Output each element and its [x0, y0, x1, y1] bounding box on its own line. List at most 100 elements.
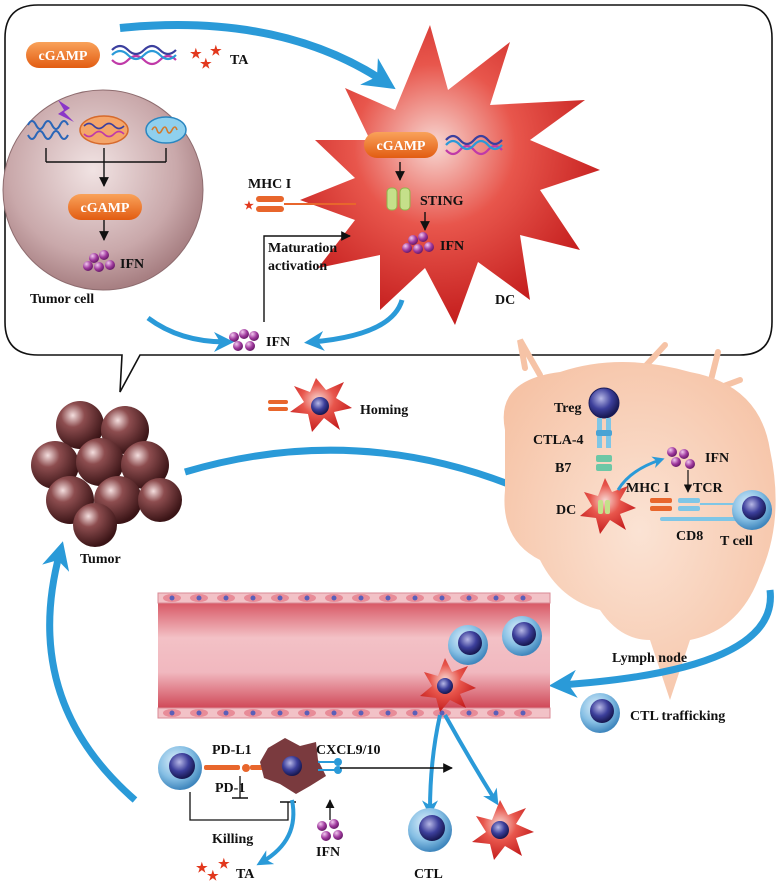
cxcl-receptor — [318, 758, 342, 774]
endothelial-nucleus — [385, 595, 391, 601]
homing-dc — [268, 378, 352, 432]
ifn-label-killing: IFN — [316, 845, 340, 860]
blood-vessel — [157, 592, 551, 719]
dc-label-lymph: DC — [556, 503, 576, 518]
endothelial-nucleus — [223, 595, 229, 601]
flow-arrow-tumor-lymph — [184, 446, 539, 499]
endothelial-nucleus — [169, 595, 175, 601]
ta-label-bottom: TA — [236, 867, 255, 882]
ctl-label: CTL — [414, 867, 443, 882]
pd1-label: PD-1 — [215, 781, 245, 796]
ifn-label-bottom: IFN — [266, 335, 290, 350]
endothelial-nucleus — [466, 710, 472, 716]
ifn-label-tumor: IFN — [120, 257, 144, 272]
tumor-antigen-icon: ★ ★ ★ — [190, 43, 222, 71]
lymph-node — [503, 338, 776, 700]
endothelial-nucleus — [439, 595, 445, 601]
killing-tumor-cell — [260, 738, 326, 794]
ctl-trafficking-label: CTL trafficking — [630, 709, 725, 724]
ctla4-label: CTLA-4 — [533, 433, 584, 448]
svg-text:cGAMP: cGAMP — [377, 139, 426, 154]
pd1-pdl1-binding — [204, 764, 264, 772]
endothelial-nucleus — [493, 595, 499, 601]
killing-t-cell — [158, 746, 202, 790]
svg-text:★: ★ — [190, 46, 202, 61]
flow-arrow-to-tumor — [42, 541, 138, 803]
treg-cell — [588, 387, 620, 448]
ta-release-arrow — [256, 799, 296, 866]
endothelial-nucleus — [331, 595, 337, 601]
b7-icon — [596, 455, 612, 471]
endothelial-nucleus — [223, 710, 229, 716]
killing-label: Killing — [212, 832, 253, 847]
endothelial-nucleus — [520, 710, 526, 716]
endothelial-nucleus — [520, 595, 526, 601]
tumor-mass — [31, 401, 182, 547]
vessel-endothelium — [163, 594, 532, 717]
tumor-cell-label: Tumor cell — [30, 292, 94, 307]
endothelial-nucleus — [196, 595, 202, 601]
endothelial-nucleus — [358, 595, 364, 601]
treg-label: Treg — [554, 401, 581, 416]
svg-text:★: ★ — [210, 43, 222, 58]
endothelial-nucleus — [412, 710, 418, 716]
svg-text:cGAMP: cGAMP — [81, 201, 130, 216]
endothelial-nucleus — [169, 710, 175, 716]
tcr-label: TCR — [693, 481, 723, 496]
cd8-label: CD8 — [676, 529, 703, 544]
maturation-label-2: activation — [268, 259, 327, 274]
radiation-bolt-icon — [58, 100, 74, 122]
svg-text:★: ★ — [200, 56, 212, 71]
cgamp-pill-tumor: cGAMP — [68, 194, 142, 220]
b7-label: B7 — [555, 461, 571, 476]
endothelial-nucleus — [385, 710, 391, 716]
ta-label-top: TA — [230, 53, 249, 68]
endothelial-nucleus — [196, 710, 202, 716]
svg-text:★: ★ — [218, 856, 230, 871]
cgamp-pill-top: cGAMP — [26, 42, 100, 68]
ifn-label-dc: IFN — [440, 239, 464, 254]
ifn-cluster-dc — [402, 232, 434, 254]
flow-arrow-to-dc — [119, 21, 396, 90]
pathway-lines — [45, 148, 167, 241]
tcell-label: T cell — [720, 534, 753, 549]
cgamp-pill-dc: cGAMP — [364, 132, 438, 158]
dendritic-cell-body — [300, 25, 600, 325]
ifn-label-lymph: IFN — [705, 451, 729, 466]
sting-label: STING — [420, 194, 464, 209]
mechanism-inset: cGAMP ★ ★ ★ TA — [2, 4, 773, 393]
ifn-release-arrow — [616, 456, 665, 491]
dc-label: DC — [495, 293, 515, 308]
killing-bracket — [189, 792, 289, 821]
ctl-cell — [408, 808, 452, 852]
ifn-cluster-killing — [317, 819, 343, 841]
endothelial-nucleus — [412, 595, 418, 601]
endothelial-nucleus — [493, 710, 499, 716]
flow-arrow-dc-ifn — [304, 299, 405, 351]
mhc-tcr-binding — [650, 498, 738, 521]
lymph-dc — [580, 478, 636, 534]
endothelial-nucleus — [466, 595, 472, 601]
vessel-t-cells — [448, 616, 542, 665]
svg-text:cGAMP: cGAMP — [39, 49, 88, 64]
endothelial-nucleus — [250, 595, 256, 601]
endothelial-nucleus — [304, 710, 310, 716]
lymph-t-cell — [732, 490, 772, 530]
flow-arrow-tumor-ifn — [146, 315, 234, 352]
flow-arrow-lymph-vessel — [548, 589, 774, 698]
flow-arrow-extravasation-1 — [422, 714, 442, 817]
svg-text:★: ★ — [196, 860, 208, 875]
endothelial-nucleus — [439, 710, 445, 716]
endothelial-nucleus — [277, 595, 283, 601]
dna-icon-dc — [445, 134, 503, 156]
trafficking-t-cell — [580, 693, 620, 733]
nucleus-icon — [79, 115, 129, 145]
dna-icon — [111, 44, 177, 66]
mitochondria-icon — [145, 116, 187, 144]
flow-arrow-extravasation-2 — [443, 714, 499, 806]
tumor-label: Tumor — [80, 552, 121, 567]
damaged-dna-icon — [27, 100, 74, 140]
cxcl-label: CXCL9/10 — [316, 743, 381, 758]
svg-text:★: ★ — [244, 200, 254, 212]
